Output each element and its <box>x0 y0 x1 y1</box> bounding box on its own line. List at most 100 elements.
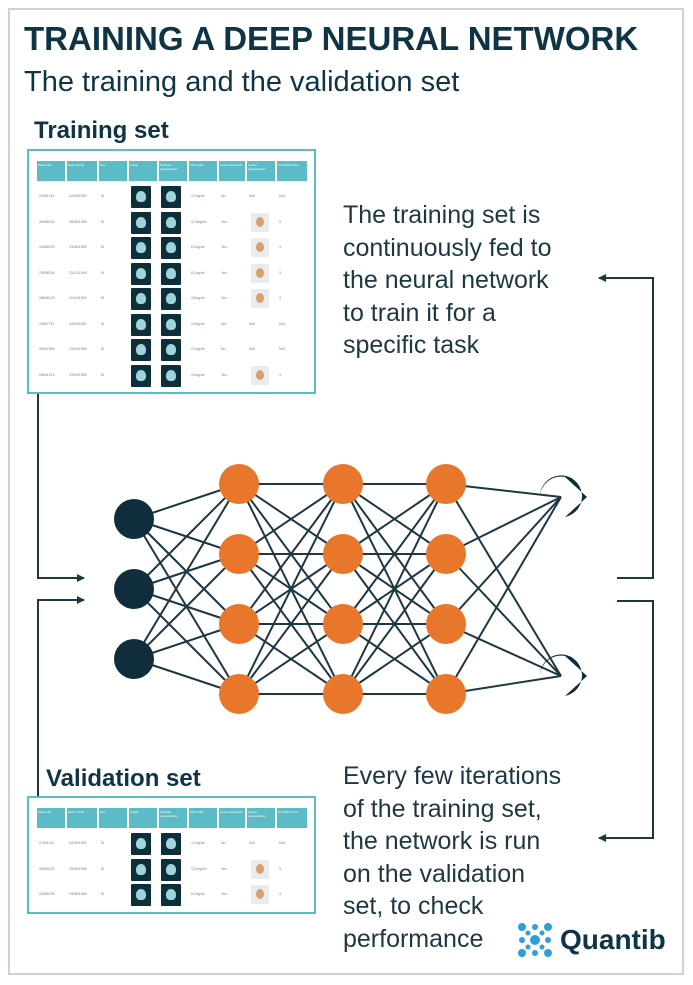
mri-scan-icon <box>136 863 146 875</box>
table-cell: 3 <box>279 219 281 224</box>
quantib-logo-icon <box>518 923 552 957</box>
network-connection <box>445 496 562 695</box>
table-cell: 21531211 <box>39 194 55 198</box>
network-connection <box>133 483 240 590</box>
network-connection <box>445 496 562 555</box>
table-cell: 6.2ng/ml <box>191 245 205 249</box>
hidden-node <box>323 604 363 644</box>
table-cell <box>161 211 181 234</box>
table-cell: 04/03/1961 <box>69 321 87 326</box>
table-cell <box>161 237 181 259</box>
lesion-thumbnail-icon <box>256 863 264 874</box>
table-cell: 26547899 <box>39 347 55 351</box>
table-cell <box>251 289 269 308</box>
table-cell: 6.2ng/ml <box>191 892 205 896</box>
table-header-cell: Patient ID <box>37 161 65 181</box>
table-header-cell: Image <box>129 161 157 181</box>
hidden-node <box>323 534 363 574</box>
network-connection <box>342 553 447 695</box>
table-cell: Yes <box>221 296 227 300</box>
table-cell: 21531211 <box>39 841 55 845</box>
table-cell: 21/12/1948 <box>69 270 87 275</box>
table-cell <box>161 288 181 310</box>
mri-scan-icon <box>166 889 176 900</box>
table-cell: 26541274 <box>39 372 55 377</box>
hidden-node <box>219 604 259 644</box>
validation-description-line: Every few iterations <box>343 762 562 790</box>
table-cell: 23698746 <box>39 270 55 275</box>
table-cell: M <box>101 194 104 198</box>
table-cell <box>131 364 151 387</box>
validation-description-line: on the validation <box>343 859 526 888</box>
table-cell: 4 <box>279 245 281 249</box>
validation-set-label: Validation set <box>46 765 201 792</box>
network-connection <box>238 483 344 695</box>
table-cell <box>161 186 181 208</box>
table-cell <box>251 263 269 283</box>
table-cell: 3 <box>279 270 281 275</box>
mri-scan-icon <box>136 889 146 900</box>
table-cell: 12.5ng/ml <box>191 866 207 871</box>
hidden-node <box>426 604 466 644</box>
table-cell: 03/09/1963 <box>69 372 87 377</box>
network-connection <box>342 483 447 695</box>
table-cell: 03/08/1965 <box>69 892 87 896</box>
table-cell: M <box>101 270 104 275</box>
table-cell: 2.1ng/ml <box>191 347 205 351</box>
table-cell: 31/10/1962 <box>69 296 87 300</box>
table-cell: 02/06/1952 <box>69 841 87 845</box>
table-cell: 25/06/1958 <box>69 866 87 871</box>
hidden-node <box>426 464 466 504</box>
table-cell: M <box>101 296 104 300</box>
table-cell: 26465132 <box>39 219 55 224</box>
output-node <box>539 475 587 517</box>
network-connection <box>133 553 240 660</box>
table-header-cell: Sex <box>99 161 127 181</box>
table-cell: N/A <box>249 194 255 198</box>
table-cell: N/A <box>279 841 285 845</box>
validation-description-line: performance <box>343 924 484 953</box>
table-cell: 12.5ng/ml <box>191 219 207 224</box>
network-connection <box>445 553 562 677</box>
mri-scan-icon <box>136 293 146 304</box>
table-header-cell: Lesion detected? <box>219 808 245 828</box>
network-connection <box>238 483 344 555</box>
table-cell: M <box>101 347 104 351</box>
table-header-cell: Image <box>129 808 157 828</box>
table-cell <box>251 885 269 904</box>
table-header-cell: Date of birth <box>67 808 97 828</box>
table-cell <box>161 833 181 855</box>
table-cell: 3 <box>279 296 281 300</box>
training-description-line: the neural network <box>343 266 549 294</box>
table-cell: 3 <box>279 866 281 871</box>
mri-scan-icon <box>136 318 146 330</box>
table-cell: 02/05/1952 <box>69 194 87 198</box>
mri-scan-icon <box>136 369 146 381</box>
table-cell: M <box>101 372 104 377</box>
mri-scan-icon <box>166 318 176 330</box>
hidden-node <box>219 534 259 574</box>
table-cell <box>131 211 151 234</box>
table-cell: M <box>101 245 104 249</box>
network-connection <box>342 483 447 625</box>
table-header-cell: Patient ID <box>37 808 65 828</box>
table-cell: 4.8ng/ml <box>191 296 205 300</box>
mri-scan-icon <box>166 369 176 381</box>
table-cell: 4 <box>279 892 281 896</box>
mri-scan-icon <box>136 344 146 355</box>
table-cell <box>131 339 151 361</box>
lesion-thumbnail-icon <box>256 267 264 278</box>
table-cell: Yes <box>221 892 227 896</box>
mri-scan-icon <box>166 838 176 849</box>
table-cell: 3.9ng/ml <box>191 372 205 377</box>
table-cell <box>131 313 151 336</box>
lesion-thumbnail-icon <box>256 242 264 252</box>
output-node <box>539 654 587 696</box>
